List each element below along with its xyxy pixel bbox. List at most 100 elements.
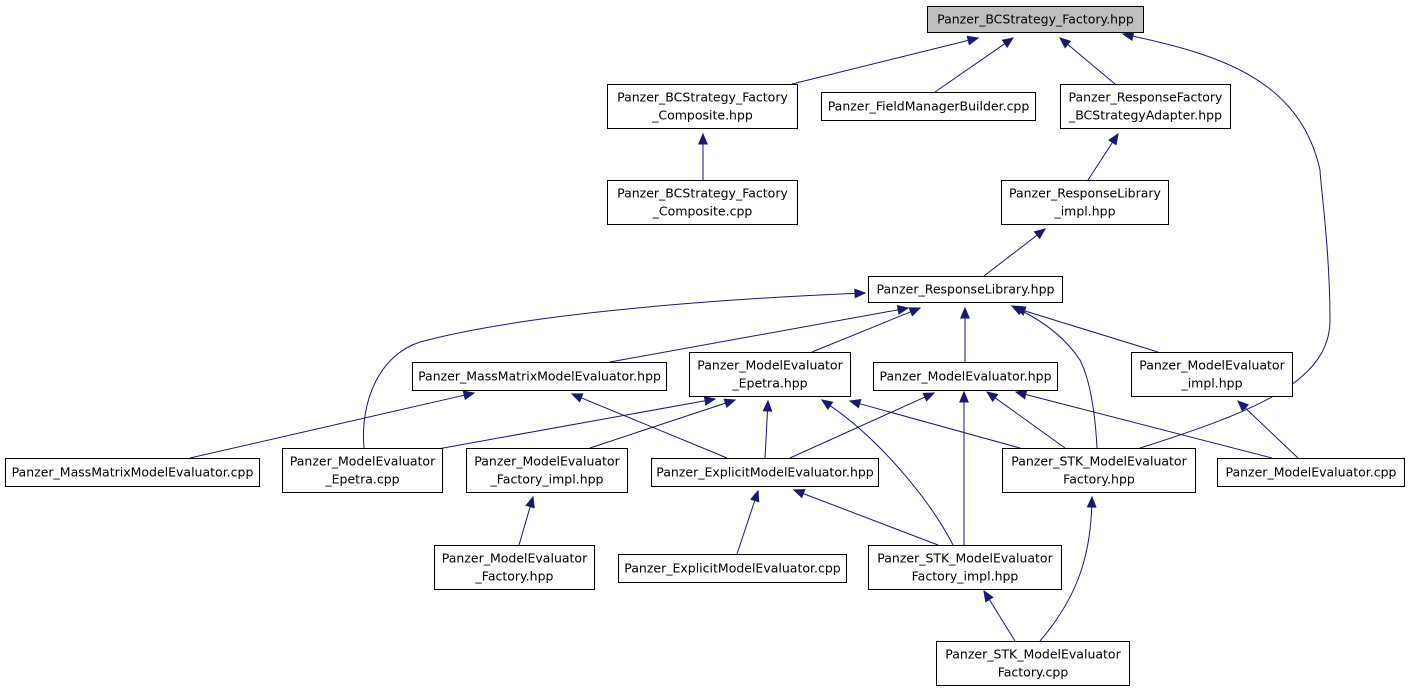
edge-stk_mef_impl-to-explicit_hpp (792, 489, 939, 546)
node-label-line: Panzer_ModelEvaluator (474, 454, 620, 469)
node-rl-impl[interactable]: Panzer_ResponseLibrary _impl.hpp (1001, 180, 1169, 225)
edge-line (431, 400, 706, 451)
node-label-line: Panzer_STK_ModelEvaluator (877, 551, 1053, 566)
node-rl-hpp[interactable]: Panzer_ResponseLibrary.hpp (868, 276, 1063, 303)
edge-mef_impl-to-me_epetra_hpp (589, 398, 737, 449)
node-mm-hpp[interactable]: Panzer_MassMatrixModelEvaluator.hpp (412, 362, 667, 391)
edge-comp_cpp-to-comp_hpp (698, 132, 708, 180)
node-label-line: Factory_impl.hpp (912, 569, 1019, 584)
edge-stk_mef_cpp-to-stk_mef_impl (983, 589, 1016, 642)
arrowhead-icon (570, 393, 584, 403)
arrowhead-icon (966, 35, 980, 46)
edge-line (988, 599, 1016, 642)
edge-layer (189, 31, 1331, 642)
node-label-line: Panzer_ModelEvaluator (697, 358, 843, 373)
node-me-impl[interactable]: Panzer_ModelEvaluator _impl.hpp (1131, 352, 1293, 397)
node-label-line: Panzer_ResponseFactory (1069, 90, 1223, 105)
node-label-line: _BCStrategyAdapter.hpp (1068, 108, 1222, 123)
node-box (1131, 352, 1293, 397)
edge-line (811, 311, 911, 353)
node-stk-mef-impl[interactable]: Panzer_STK_ModelEvaluatorFactory_impl.hp… (868, 545, 1062, 590)
arrowhead-icon (1014, 389, 1028, 400)
edge-line (589, 402, 726, 449)
node-label-line: Panzer_MassMatrixModelEvaluator.hpp (418, 369, 661, 384)
edge-line (789, 396, 926, 459)
edge-line (1087, 142, 1113, 181)
arrowhead-icon (462, 390, 476, 401)
node-me-epetra-hpp[interactable]: Panzer_ModelEvaluator_Epetra.hpp (689, 352, 851, 397)
node-label-line: Factory.hpp (1063, 472, 1135, 487)
node-label-line: Panzer_ModelEvaluator (442, 551, 588, 566)
edge-me_cpp-to-me_hpp (1014, 389, 1273, 459)
node-label-line: Panzer_STK_ModelEvaluator (1011, 454, 1187, 469)
node-label-line: Panzer_ModelEvaluator (1139, 358, 1285, 373)
node-box (412, 362, 667, 391)
node-fmb-cpp[interactable]: Panzer_FieldManagerBuilder.cpp (821, 92, 1036, 121)
node-box (927, 6, 1144, 33)
edge-comp_hpp-to-root (791, 35, 980, 85)
node-me-epetra-cpp[interactable]: Panzer_ModelEvaluator_Epetra.cpp (282, 448, 443, 493)
edge-stk_mef_hpp-to-me_hpp (985, 391, 1066, 449)
arrowhead-icon (985, 391, 999, 403)
edge-line (1020, 310, 1098, 449)
node-label-line: Panzer_ResponseLibrary (1009, 186, 1162, 201)
edge-mm_cpp-to-mm_hpp (189, 390, 476, 459)
node-box (1001, 180, 1169, 225)
node-label-line: Panzer_STK_ModelEvaluator (945, 647, 1121, 662)
arrowhead-icon (896, 305, 910, 315)
node-label-line: _impl.hpp (1053, 204, 1115, 219)
edge-rl_hpp-to-rl_impl (983, 228, 1047, 277)
arrowhead-icon (960, 306, 970, 319)
edge-rl_impl-to-rf_adapter (1087, 132, 1119, 181)
edge-mef_hpp-to-mef_impl (518, 495, 535, 546)
node-box (873, 362, 1058, 391)
node-box (607, 180, 798, 225)
node-me-cpp[interactable]: Panzer_ModelEvaluator.cpp (1217, 458, 1405, 487)
node-label-line: _Epetra.cpp (324, 472, 399, 487)
node-explicit-cpp[interactable]: Panzer_ExplicitModelEvaluator.cpp (618, 554, 847, 583)
edge-line (934, 43, 1006, 93)
edge-me_hpp-to-rl_hpp (960, 306, 970, 362)
node-me-hpp[interactable]: Panzer_ModelEvaluator.hpp (873, 362, 1058, 391)
edge-line (1025, 394, 1273, 459)
edge-fmb_cpp-to-root (934, 37, 1015, 93)
node-label-line: _impl.hpp (1180, 376, 1242, 391)
arrowhead-icon (908, 307, 922, 317)
node-box (689, 352, 851, 397)
edge-explicit_hpp-to-mm_hpp (570, 393, 728, 459)
arrowhead-icon (854, 288, 867, 299)
edge-line (764, 410, 768, 459)
node-box (466, 448, 628, 493)
edge-stk_mef_cpp-to-stk_mef_hpp (1039, 495, 1097, 642)
arrowhead-icon (703, 395, 717, 406)
node-comp-hpp[interactable]: Panzer_BCStrategy_Factory_Composite.hpp (607, 84, 798, 129)
edge-line (362, 292, 856, 449)
node-label-line: Panzer_ModelEvaluator.cpp (1226, 465, 1397, 480)
edge-explicit_hpp-to-me_hpp (789, 392, 936, 459)
arrowhead-icon (750, 489, 760, 503)
node-root[interactable]: Panzer_BCStrategy_Factory.hpp (927, 6, 1144, 33)
node-rf-adapter[interactable]: Panzer_ResponseFactory _BCStrategyAdapter… (1060, 84, 1231, 129)
arrowhead-icon (1237, 400, 1249, 412)
arrowhead-icon (1121, 31, 1135, 42)
edge-rf_adapter-to-root (1059, 37, 1116, 85)
node-mef-impl[interactable]: Panzer_ModelEvaluator_Factory_impl.hpp (466, 448, 628, 493)
node-label-line: Panzer_BCStrategy_Factory (617, 186, 788, 201)
node-label-line: Factory.cpp (998, 665, 1069, 680)
edge-stk_mef_hpp-to-me_epetra_hpp (848, 399, 1021, 449)
edge-explicit_cpp-to-explicit_hpp (736, 489, 760, 555)
node-label-line: Panzer_ModelEvaluator.hpp (879, 369, 1051, 384)
node-comp-cpp[interactable]: Panzer_BCStrategy_Factory_Composite.cpp (607, 180, 798, 225)
node-mm-cpp[interactable]: Panzer_MassMatrixModelEvaluator.cpp (5, 458, 260, 487)
node-label-line: Panzer_BCStrategy_Factory (617, 90, 788, 105)
edge-mm_hpp-to-rl_hpp (609, 305, 910, 363)
edge-line (829, 405, 954, 546)
node-explicit-hpp[interactable]: Panzer_ExplicitModelEvaluator.hpp (651, 458, 879, 487)
arrowhead-icon (1059, 37, 1072, 49)
edge-me_impl-to-rl_hpp (1013, 306, 1159, 353)
node-mef-hpp[interactable]: Panzer_ModelEvaluator _Factory.hpp (434, 545, 595, 590)
node-box (936, 641, 1130, 686)
node-label-line: _Factory.hpp (475, 569, 554, 584)
